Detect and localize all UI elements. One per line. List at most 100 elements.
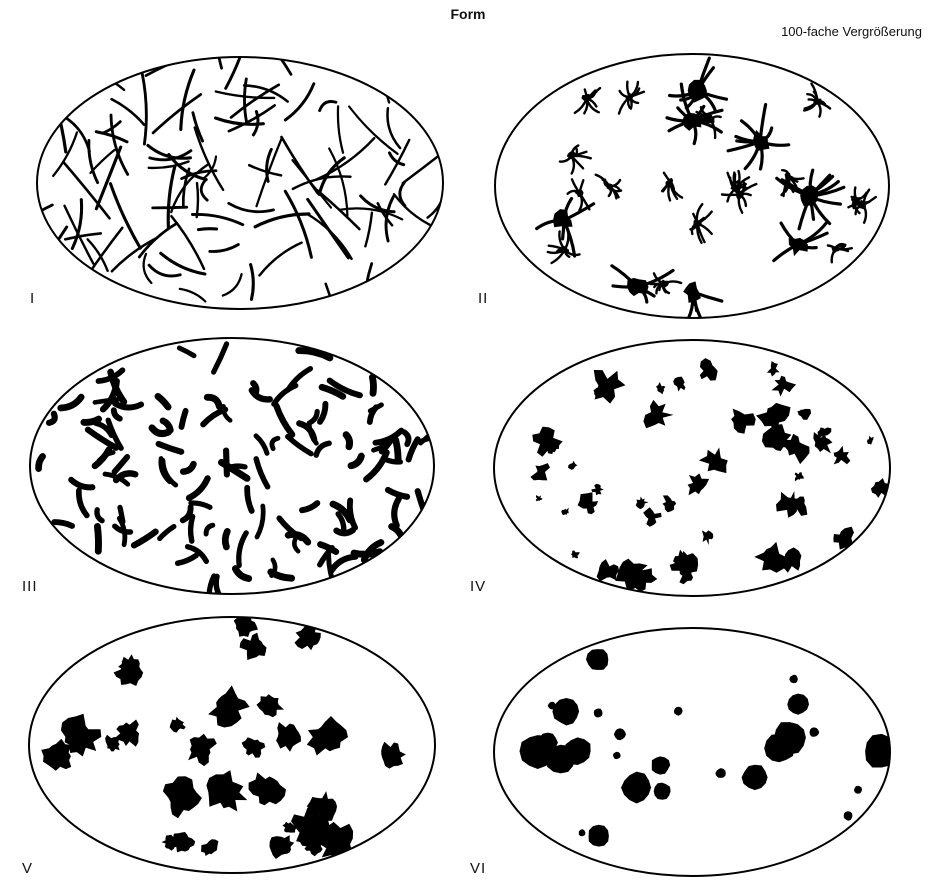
flake [700, 358, 718, 381]
flake [597, 559, 620, 581]
spot [674, 707, 683, 716]
thread [260, 243, 302, 276]
thread [231, 85, 279, 118]
thread [139, 223, 177, 257]
worm [71, 480, 92, 488]
star-cluster [568, 179, 590, 210]
star-cluster [851, 188, 869, 214]
panel-label-ii: II [478, 290, 488, 307]
spot [586, 649, 608, 670]
worm [39, 456, 43, 468]
worm [276, 406, 292, 435]
worm [372, 377, 373, 393]
worm [294, 537, 298, 551]
worm [54, 522, 72, 526]
flake [532, 427, 562, 457]
worm [336, 530, 353, 533]
panel-v [29, 612, 435, 873]
worm [214, 344, 227, 372]
worm [79, 491, 87, 516]
thread [153, 207, 187, 208]
thread [257, 139, 282, 206]
clump [208, 685, 250, 727]
worm [97, 527, 98, 552]
panel-ii [495, 54, 889, 318]
thread [180, 289, 206, 302]
flake [699, 447, 728, 473]
thread [285, 84, 314, 120]
flake [536, 495, 543, 501]
worm [351, 456, 361, 466]
star-cluster [560, 146, 591, 174]
thread [88, 239, 108, 270]
worm [84, 419, 99, 422]
flake [688, 473, 710, 495]
flake [867, 436, 874, 445]
worm [370, 405, 381, 411]
worm [97, 510, 102, 521]
thread [142, 72, 146, 144]
thread [387, 108, 400, 148]
thread [338, 106, 343, 152]
panel-label-vi: VI [470, 860, 486, 877]
spot [742, 765, 768, 790]
worm [160, 527, 174, 539]
worm [366, 453, 386, 480]
worm [272, 560, 276, 576]
spot [715, 768, 725, 778]
worm [257, 506, 263, 537]
spot [589, 825, 609, 847]
flake [833, 527, 854, 550]
flake [561, 508, 569, 515]
worm [396, 440, 398, 460]
worm [183, 464, 193, 472]
star-cluster [670, 58, 727, 111]
worm [387, 460, 401, 462]
thread [255, 25, 291, 74]
thread [365, 213, 372, 247]
worm [120, 507, 123, 521]
flake [643, 400, 673, 428]
worm [354, 552, 380, 555]
flake [636, 497, 649, 510]
worm [189, 478, 208, 498]
worm [203, 410, 225, 425]
panel-iv [494, 340, 892, 596]
clump [170, 717, 186, 733]
spot [614, 728, 626, 740]
worm [152, 428, 169, 434]
worm [235, 569, 248, 579]
thread [364, 264, 372, 322]
worm [320, 404, 325, 422]
flake [643, 507, 661, 526]
worm [114, 410, 120, 418]
worm [311, 412, 318, 423]
clump [188, 734, 217, 766]
spot [810, 727, 820, 736]
clump [257, 694, 285, 717]
thread [229, 203, 274, 211]
panel-content [530, 358, 891, 592]
worm [61, 397, 81, 408]
worm [404, 432, 408, 444]
panel-content [19, 20, 448, 339]
flake [673, 377, 685, 392]
thread [317, 138, 375, 179]
star-cluster [683, 281, 722, 317]
thread [223, 274, 242, 296]
worm [207, 397, 219, 406]
worm [394, 499, 398, 526]
flake [662, 495, 676, 512]
thread [201, 179, 207, 200]
thread [308, 199, 349, 258]
clump [206, 770, 247, 811]
star-cluster [575, 88, 600, 113]
thread [89, 140, 98, 182]
clump [242, 737, 266, 758]
worm [247, 488, 252, 511]
thread [210, 245, 239, 252]
thread [195, 128, 223, 190]
worm [253, 383, 256, 394]
worm [206, 525, 213, 534]
worm [239, 533, 246, 566]
